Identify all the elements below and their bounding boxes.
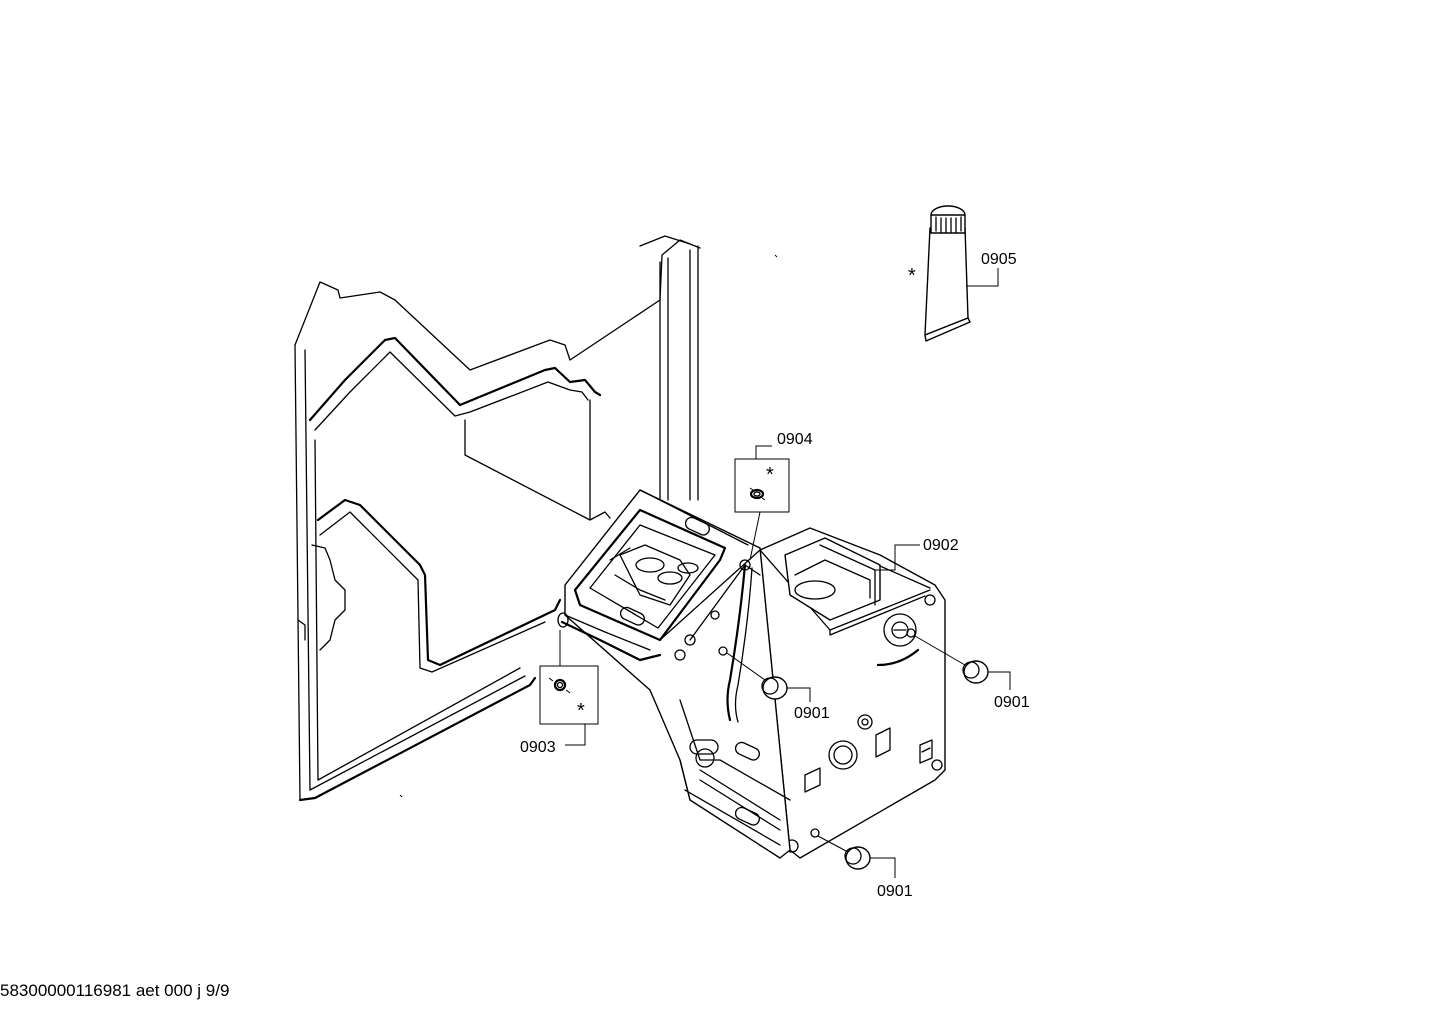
label-0905: 0905 — [981, 251, 1017, 268]
label-0901-middle: 0901 — [794, 705, 830, 722]
cap-0901-right — [914, 635, 989, 684]
asterisk-0903: * — [577, 700, 585, 722]
seal-kit-0903 — [539, 630, 599, 746]
label-0904: 0904 — [777, 431, 813, 448]
label-0903: 0903 — [520, 739, 556, 756]
valve-block-assembly — [557, 489, 946, 859]
asterisk-0904: * — [766, 464, 774, 486]
cap-0901-bottom — [817, 835, 871, 870]
grease-tube-0905 — [924, 205, 999, 342]
document-code: 58300000116981 aet 000 j 9/9 — [0, 981, 230, 1000]
asterisk-0905: * — [908, 265, 916, 287]
label-0902: 0902 — [923, 537, 959, 554]
leader-0902 — [875, 544, 920, 571]
label-0901-bottom: 0901 — [877, 883, 913, 900]
label-0901-right: 0901 — [994, 694, 1030, 711]
leader-0901-bottom — [870, 857, 896, 878]
leader-0901-middle — [787, 687, 811, 702]
seal-kit-0904 — [734, 445, 790, 561]
housing-frame — [294, 235, 778, 802]
leader-0901-right — [988, 671, 1011, 690]
